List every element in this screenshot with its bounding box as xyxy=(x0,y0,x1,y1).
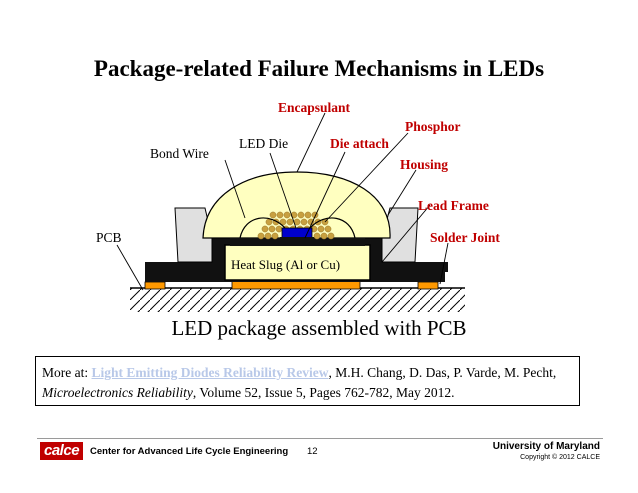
phosphor-dot xyxy=(279,218,287,226)
label-housing: Housing xyxy=(400,157,449,172)
pcb-board xyxy=(130,287,465,312)
phosphor-dot xyxy=(257,232,265,240)
phosphor-dot xyxy=(327,232,335,240)
diagram-caption: LED package assembled with PCB xyxy=(171,316,467,340)
housing xyxy=(174,207,419,263)
heat-slug-top xyxy=(230,238,365,246)
label-heat-slug: Heat Slug (Al or Cu) xyxy=(231,257,341,272)
bond-wire-right xyxy=(309,217,356,239)
label-lead-frame: Lead Frame xyxy=(418,198,489,213)
footer-center-name: Center for Advanced Life Cycle Engineeri… xyxy=(90,446,289,457)
footer-divider xyxy=(37,438,603,439)
label-pcb: PCB xyxy=(96,230,122,245)
phosphor-dot xyxy=(286,218,294,226)
calce-logo: calce xyxy=(40,442,84,460)
solder-pad-center xyxy=(231,280,361,290)
footer-copyright: Copyright © 2012 CALCE xyxy=(520,454,600,461)
page-number: 12 xyxy=(307,446,318,457)
solder-pad-left xyxy=(144,281,166,290)
label-solder-joint: Solder Joint xyxy=(430,230,500,245)
phosphor-dot xyxy=(297,211,305,219)
footer-university: University of Maryland xyxy=(492,441,600,452)
reference-link[interactable]: Light Emitting Diodes Reliability Review xyxy=(91,365,329,380)
phosphor-dot xyxy=(276,211,284,219)
phosphor-dot xyxy=(283,211,291,219)
phosphor-dot xyxy=(304,211,312,219)
phosphor-dot xyxy=(268,225,276,233)
phosphor-dot xyxy=(265,218,273,226)
phosphor-dot xyxy=(317,225,325,233)
phosphor-dot xyxy=(320,232,328,240)
reference-details: , Volume 52, Issue 5, Pages 762-782, May… xyxy=(192,385,455,400)
bond-wire-left xyxy=(239,217,286,239)
die-attach-layer xyxy=(280,237,314,240)
reference-authors: , M.H. Chang, D. Das, P. Varde, M. Pecht… xyxy=(328,365,557,380)
phosphor-dot xyxy=(324,225,332,233)
reference-journal: Microelectronics Reliability xyxy=(42,385,193,400)
phosphor-dot xyxy=(264,232,272,240)
label-led-die: LED Die xyxy=(239,136,289,151)
reference-prefix: More at: xyxy=(42,365,92,380)
leader-lines xyxy=(116,112,449,291)
phosphor-dot xyxy=(300,218,308,226)
slide-title: Package-related Failure Mechanisms in LE… xyxy=(93,56,545,81)
phosphor-dot xyxy=(269,211,277,219)
solder-pad-right xyxy=(417,281,439,290)
label-bond-wire: Bond Wire xyxy=(150,146,209,161)
phosphor-dot xyxy=(313,232,321,240)
phosphor-dot xyxy=(275,225,283,233)
label-phosphor: Phosphor xyxy=(405,119,461,134)
phosphor-dot xyxy=(261,225,269,233)
label-encapsulant: Encapsulant xyxy=(278,100,351,115)
label-die-attach: Die attach xyxy=(330,136,389,151)
phosphor-dot xyxy=(271,232,279,240)
reference-box: More at: Light Emitting Diodes Reliabili… xyxy=(35,356,580,406)
